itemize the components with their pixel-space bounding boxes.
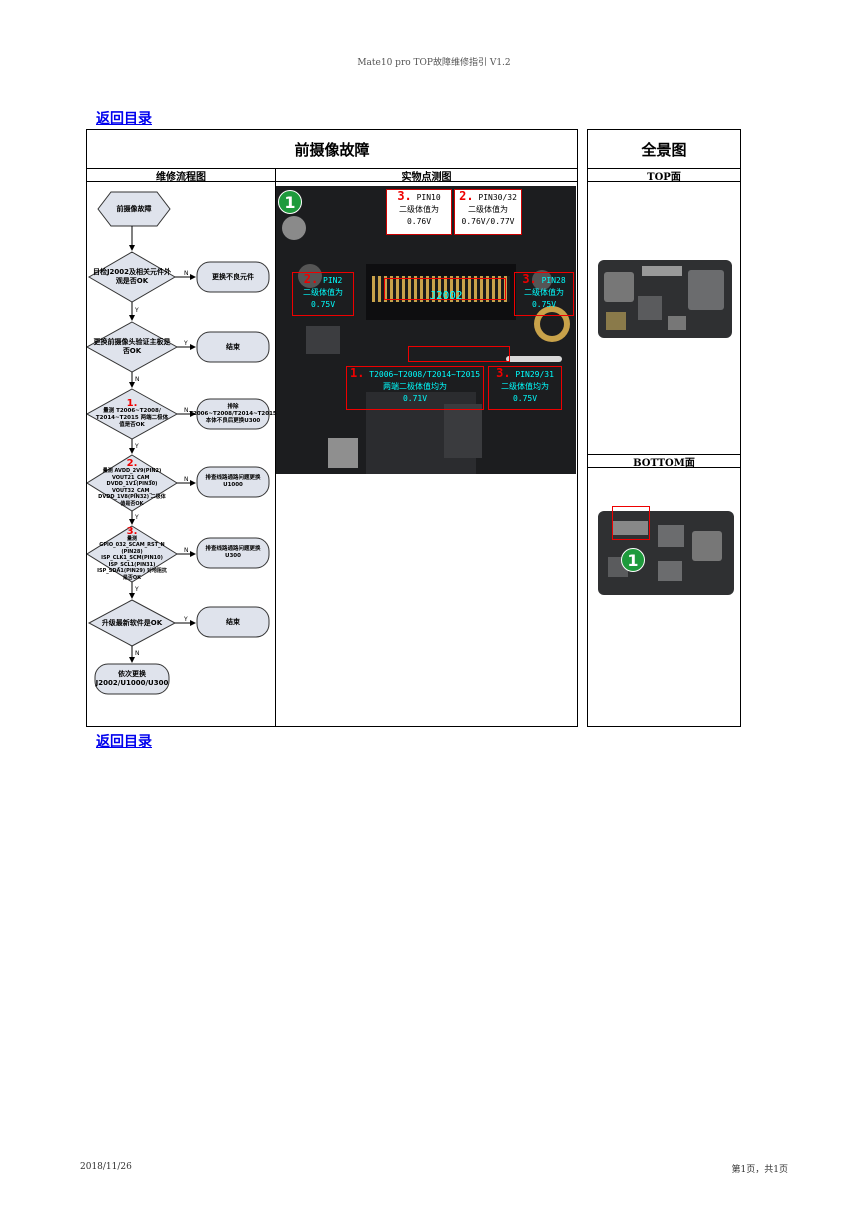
left-panel-title: 前摄像故障 [294,140,370,159]
bottom-location-badge: 1 [621,548,645,572]
page-header: Mate10 pro TOP故障维修指引 V1.2 [357,58,511,68]
flow-column-header: 维修流程图 [156,171,206,183]
connector-highlight [384,278,506,300]
note-pin30-32: 2. PIN30/32 二级体值为 0.76V/0.77V [454,189,522,235]
label-yes-1: Y [135,307,139,314]
top-view-label: TOP面 [647,171,681,183]
flow-decision-5: 3. 量测 GPIO_032_SCAM_RST_N (PIN28) ISP_CL… [97,525,167,581]
label-no-3: N [184,407,189,414]
label-no-6: N [135,650,140,657]
label-no-2: N [135,376,140,383]
flow-decision-2: 更换前摄像头验证主板是否OK [93,338,171,355]
label-yes-4: Y [135,514,139,521]
note-t2006-t2015: 1. T2006~T2008/T2014~T2015 两端二极体值均为 0.71… [346,366,484,410]
label-no-5: N [184,547,189,554]
flow-action-6: 结束 [226,617,240,626]
footer-date: 2018/11/26 [80,1162,132,1172]
flow-start: 前摄像故障 [116,204,152,213]
flow-decision-4: 2. 量测 AVDD_2V9(PIN2) VOUT21_CAM_ DVDD_1V… [98,458,166,507]
photo-column-header: 实物点测图 [401,171,452,183]
bottom-highlight-box [612,506,650,540]
right-panel-title: 全景图 [641,140,687,159]
flowchart: 前摄像故障 目检J2002及相关元件外观是否OK 更换不良元件 更换前摄像头验证… [87,182,277,726]
label-no-4: N [184,476,189,483]
flow-decision-3: 1. 量测 T2006~T2008/ T2014~T2015 两端二极体值是否O… [95,398,169,429]
component-highlight [408,346,510,362]
location-badge: 1 [278,190,302,214]
measurement-photo: 1 J2002 3. PIN10 二级体值为 0.76V 2. PIN30/32… [276,186,576,474]
label-no-1: N [184,270,189,277]
right-panel [587,129,741,727]
label-yes-5: Y [135,586,139,593]
flow-action-5: 排查线路通路问题更换U300 [205,546,261,559]
note-pin10: 3. PIN10 二级体值为 0.76V [386,189,452,235]
flow-decision-1: 目检J2002及相关元件外观是否OK [92,268,172,285]
flowchart-shapes [87,191,270,695]
bottom-board-image: 1 [598,505,734,597]
back-to-toc-link-bottom[interactable]: 返回目录 [96,734,152,750]
note-pin2: 2. PIN2 二级体值为 0.75V [292,272,354,316]
note-pin28: 3. PIN28 二级体值为 0.75V [514,272,574,316]
flow-end: 依次更换 J2002/U1000/U300 [95,670,169,687]
flow-action-3: 排除T2006~T2008/T2014~T2015本体不良后更换U300 [189,403,277,424]
label-yes-6: Y [184,616,188,623]
left-panel [86,129,578,727]
bottom-view-label: BOTTOM面 [633,457,695,469]
back-to-toc-link-top[interactable]: 返回目录 [96,111,152,127]
top-board-image [598,256,732,342]
flow-action-1: 更换不良元件 [212,272,254,281]
flow-action-2: 结束 [226,342,240,351]
connector-label: J2002 [429,289,463,302]
note-pin29-31: 3. PIN29/31 二级体值均为 0.75V [488,366,562,410]
label-yes-3: Y [135,443,139,450]
label-yes-2: Y [184,340,188,347]
flow-decision-6: 升级最新软件是OK [101,618,163,627]
footer-page: 第1页，共1页 [731,1165,788,1175]
flow-action-4: 排查线路通路问题更换U1000 [205,475,261,488]
